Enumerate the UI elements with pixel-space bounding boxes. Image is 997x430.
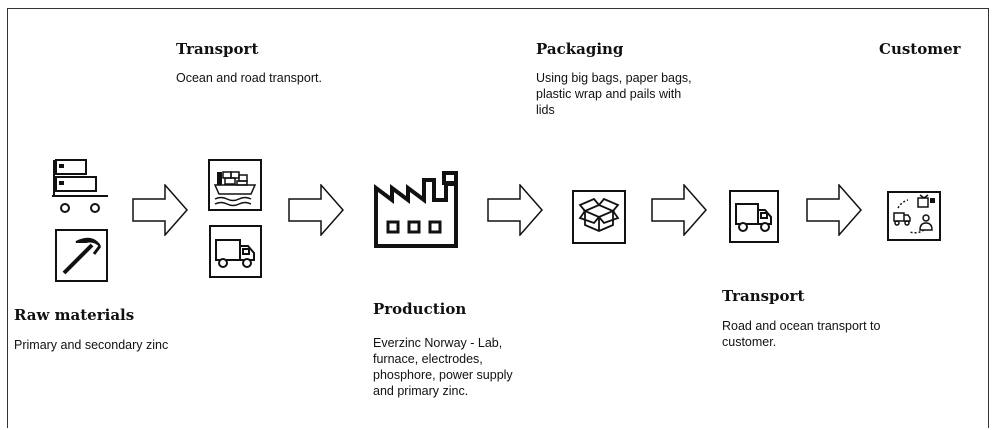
stage-desc-raw-materials: Primary and secondary zinc	[14, 338, 169, 352]
flow-arrow-1	[132, 184, 188, 236]
delivery-truck-icon	[729, 190, 779, 243]
stage-desc-packaging: Using big bags, paper bags, plastic wrap…	[536, 71, 692, 117]
stage-title-raw-materials: Raw materials	[14, 306, 135, 324]
stage-title-customer: Customer	[879, 40, 961, 58]
stage-desc-production: Everzinc Norway - Lab, furnace, electrod…	[373, 336, 513, 398]
truck-icon	[209, 225, 262, 278]
stage-title-production: Production	[373, 300, 467, 318]
storage-cart-icon	[52, 159, 108, 213]
flow-arrow-5	[806, 184, 862, 236]
customer-delivery-icon	[887, 191, 941, 241]
flow-arrow-4	[651, 184, 707, 236]
ship-icon	[208, 159, 262, 211]
stage-title-transport-out: Transport	[722, 287, 805, 305]
stage-desc-transport-out: Road and ocean transport to customer.	[722, 319, 881, 349]
stage-desc-transport-in: Ocean and road transport.	[176, 71, 322, 85]
diagram-frame	[7, 8, 989, 428]
box-icon	[572, 190, 626, 244]
pickaxe-icon	[55, 229, 108, 282]
flow-arrow-3	[487, 184, 543, 236]
factory-icon	[374, 171, 458, 248]
stage-title-transport-in: Transport	[176, 40, 259, 58]
flow-arrow-2	[288, 184, 344, 236]
stage-title-packaging: Packaging	[536, 40, 624, 58]
